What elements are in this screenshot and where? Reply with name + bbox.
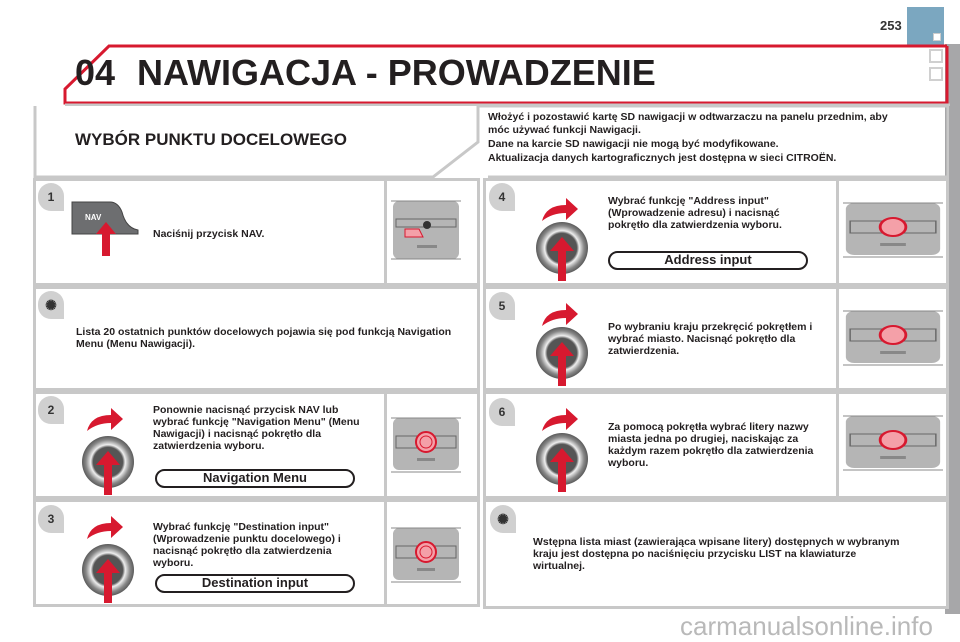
step-1-text: Naciśnij przycisk NAV. — [153, 228, 265, 240]
press-arrow-icon — [96, 451, 120, 495]
nav-button-icon: NAV — [71, 201, 139, 256]
control-panel-thumbnail — [843, 415, 943, 471]
tip-box — [33, 286, 480, 391]
menu-option-pill: Navigation Menu — [155, 469, 355, 488]
info-text: Aktualizacja danych kartograficznych jes… — [488, 152, 837, 164]
chapter-tab — [907, 7, 944, 45]
watermark: carmanualsonline.info — [680, 611, 933, 641]
rotate-arrow-icon — [87, 516, 123, 539]
tab-marker-icon — [929, 67, 943, 81]
tip-text: Wstępna lista miast (zawierająca wpisane… — [533, 536, 900, 572]
rotate-arrow-icon — [540, 195, 580, 225]
info-note: Włożyć i pozostawić kartę SD nawigacji w… — [488, 111, 908, 166]
info-text: Włożyć i pozostawić kartę SD nawigacji w… — [488, 111, 888, 136]
chapter-number: 04 — [75, 52, 116, 93]
control-panel-thumbnail — [843, 310, 943, 366]
step-3-text: Wybrać funkcję "Destination input" (Wpro… — [153, 521, 341, 569]
control-panel-thumbnail — [391, 417, 461, 473]
lightbulb-icon: ✺ — [497, 510, 509, 527]
press-arrow-icon — [550, 448, 574, 492]
step-number-badge: 6 — [489, 398, 515, 426]
control-panel-thumbnail — [391, 200, 461, 260]
info-text: Dane na karcie SD nawigacji nie mogą być… — [488, 138, 779, 150]
lightbulb-icon: ✺ — [45, 296, 57, 313]
step-number-badge: 2 — [38, 396, 64, 424]
step-number-badge: 4 — [489, 183, 515, 211]
rotate-arrow-icon — [540, 300, 580, 330]
press-arrow-icon — [550, 342, 574, 386]
page-title: 04 NAWIGACJA - PROWADZENIE — [75, 52, 656, 94]
step-5-text: Po wybraniu kraju przekręcić pokrętłem i… — [608, 321, 813, 357]
control-panel-thumbnail — [391, 527, 461, 583]
tab-marker-icon — [929, 49, 943, 63]
tab-marker-icon — [933, 33, 941, 41]
section-title: WYBÓR PUNKTU DOCELOWEGO — [75, 130, 347, 149]
rotate-arrow-icon — [540, 405, 580, 435]
tip-badge: ✺ — [38, 291, 64, 319]
step-number-badge: 1 — [38, 183, 64, 211]
menu-option-pill: Address input — [608, 251, 808, 270]
tip-badge: ✺ — [490, 505, 516, 533]
step-2-text: Ponownie nacisnąć przycisk NAV lub wybra… — [153, 404, 360, 452]
step-4-text: Wybrać funkcję "Address input" (Wprowadz… — [608, 195, 782, 231]
section-frame — [33, 104, 949, 179]
step-number-badge: 5 — [489, 292, 515, 320]
svg-text:NAV: NAV — [85, 213, 102, 222]
step-number-badge: 3 — [38, 505, 64, 533]
press-arrow-icon — [96, 559, 120, 603]
chapter-title: NAWIGACJA - PROWADZENIE — [137, 52, 656, 93]
press-arrow-icon — [550, 237, 574, 281]
step-6-text: Za pomocą pokrętła wybrać litery nazwy m… — [608, 421, 814, 469]
rotate-arrow-icon — [87, 408, 123, 431]
tip-box — [483, 499, 949, 609]
tip-text: Lista 20 ostatnich punktów docelowych po… — [76, 326, 452, 350]
menu-option-pill: Destination input — [155, 574, 355, 593]
control-panel-thumbnail — [843, 202, 943, 258]
page-number: 253 — [880, 18, 902, 33]
